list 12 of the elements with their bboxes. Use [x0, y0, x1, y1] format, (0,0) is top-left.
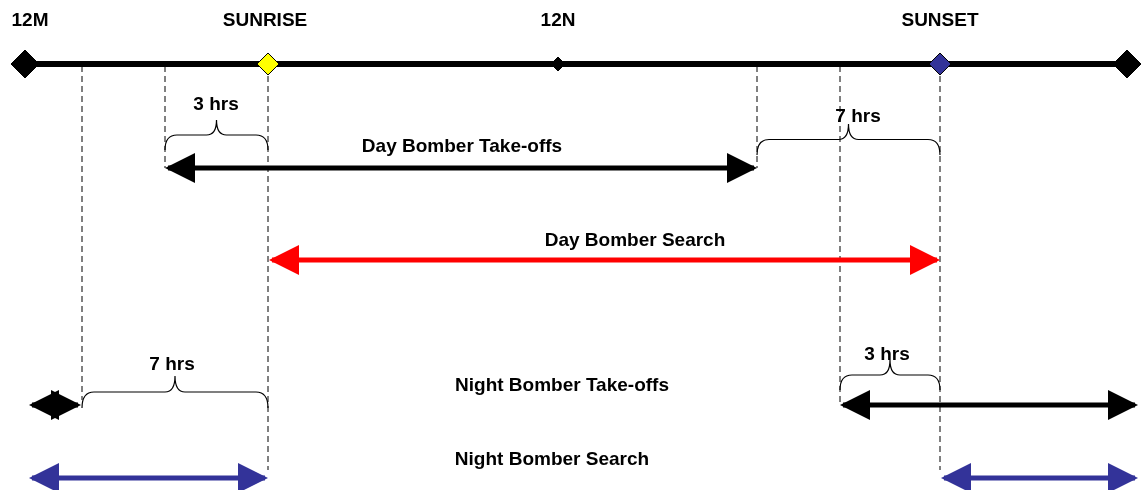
- time-label: 12N: [540, 9, 576, 31]
- activity-label: Day Bomber Take-offs: [361, 135, 563, 157]
- duration-label: 3 hrs: [193, 93, 239, 115]
- duration-label: 3 hrs: [864, 343, 910, 365]
- time-label: SUNRISE: [222, 9, 308, 31]
- activity-label: Night Bomber Take-offs: [455, 374, 669, 396]
- time-label: 12M: [11, 9, 49, 31]
- time-label: SUNSET: [901, 9, 979, 31]
- duration-label: 7 hrs: [149, 353, 195, 375]
- duration-label: 7 hrs: [835, 105, 881, 127]
- activity-label: Night Bomber Search: [454, 448, 650, 470]
- activity-label: Day Bomber Search: [544, 229, 726, 251]
